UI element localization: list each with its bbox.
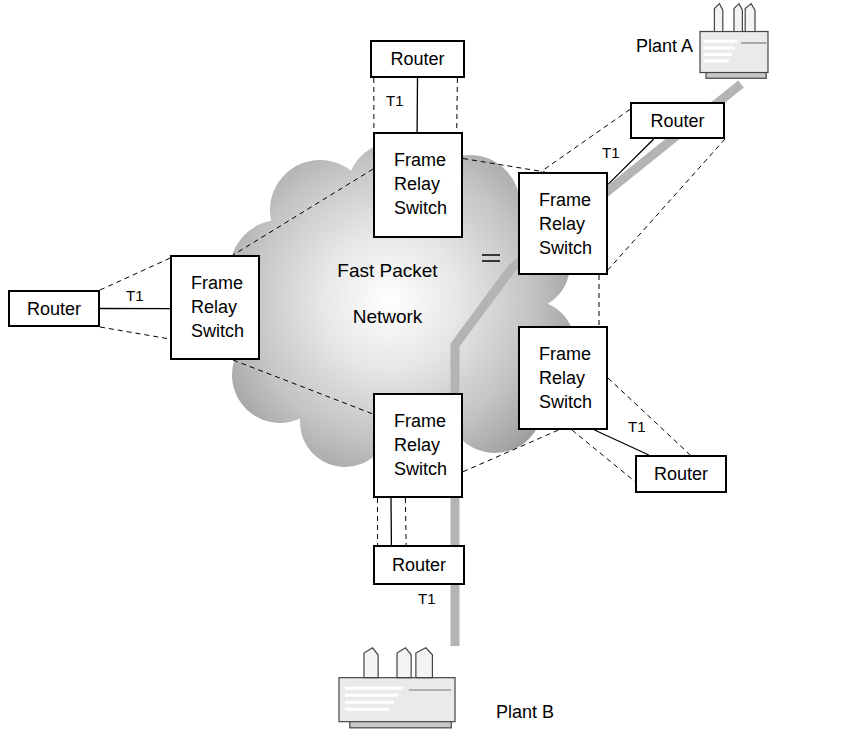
virtual-circuit (405, 498, 407, 545)
plant-label: Plant B (496, 702, 554, 723)
virtual-circuit (572, 430, 635, 482)
switch-box: Frame Relay Switch (518, 172, 608, 275)
plant-roof-tab (416, 648, 433, 678)
router-label: Router (390, 47, 444, 71)
virtual-circuit (541, 109, 631, 172)
plant-roof-tab (734, 4, 742, 32)
router-label: Router (27, 297, 81, 321)
plant-body (339, 678, 455, 722)
switch-box: Frame Relay Switch (518, 326, 608, 430)
t1-link (390, 498, 392, 545)
virtual-circuit (100, 327, 170, 339)
plant-roof-tab (745, 4, 755, 32)
break-mark-line (482, 254, 500, 256)
virtual-circuit (100, 258, 170, 290)
link-label: T1 (600, 144, 622, 161)
link-label: T1 (384, 92, 406, 109)
switch-box: Frame Relay Switch (373, 132, 463, 238)
router-box: Router (373, 545, 465, 585)
plant-stripe (741, 42, 766, 43)
break-mark-line (482, 260, 500, 262)
plant-icon (338, 646, 456, 734)
t1-link (416, 78, 418, 132)
virtual-circuit (377, 498, 378, 545)
plant-stripe (703, 46, 735, 49)
router-box: Router (630, 102, 725, 139)
virtual-circuit (456, 78, 458, 132)
plant-site: Plant A (636, 2, 769, 84)
switch-label: Frame Relay Switch (539, 188, 600, 260)
plant-roof-tab (397, 648, 411, 678)
link-label: T1 (124, 287, 146, 304)
router-label: Router (392, 553, 446, 577)
switch-label: Frame Relay Switch (394, 409, 455, 481)
plant-label: Plant A (636, 36, 693, 57)
plant-stripe (345, 694, 398, 697)
plant-drawing (700, 4, 768, 79)
virtual-circuit (373, 78, 374, 132)
plant-stripe (703, 40, 737, 43)
plant-body (700, 32, 768, 73)
switch-box: Frame Relay Switch (373, 393, 463, 498)
router-box: Router (8, 290, 100, 327)
link-label: T1 (416, 590, 438, 607)
plant-stripe (703, 60, 729, 63)
cloud-puff (347, 142, 443, 238)
plant-stripe (345, 701, 393, 704)
virtual-circuit (608, 139, 725, 270)
plant-site: Plant B (338, 646, 554, 734)
plant-stripe (345, 708, 389, 711)
router-label: Router (650, 109, 704, 133)
t1-link (100, 308, 170, 309)
plant-drawing (339, 648, 455, 728)
switch-box: Frame Relay Switch (170, 255, 260, 360)
plant-stripe (409, 689, 451, 690)
router-box: Router (635, 455, 727, 493)
plant-roof-tab (714, 4, 722, 32)
router-label: Router (654, 462, 708, 486)
plant-roof-tab (364, 648, 378, 678)
switch-label: Frame Relay Switch (191, 271, 252, 343)
switch-label: Frame Relay Switch (394, 148, 455, 220)
link-label: T1 (626, 418, 648, 435)
plant-stripe (703, 53, 732, 56)
plant-stripe (345, 687, 403, 690)
plant-icon (699, 2, 769, 84)
switch-label: Frame Relay Switch (539, 342, 600, 414)
cloud-label: Fast Packet Network (323, 248, 453, 340)
cloud-puff (480, 220, 570, 310)
virtual-circuit (608, 378, 690, 455)
router-box: Router (370, 40, 465, 78)
virtual-circuit (599, 275, 600, 326)
